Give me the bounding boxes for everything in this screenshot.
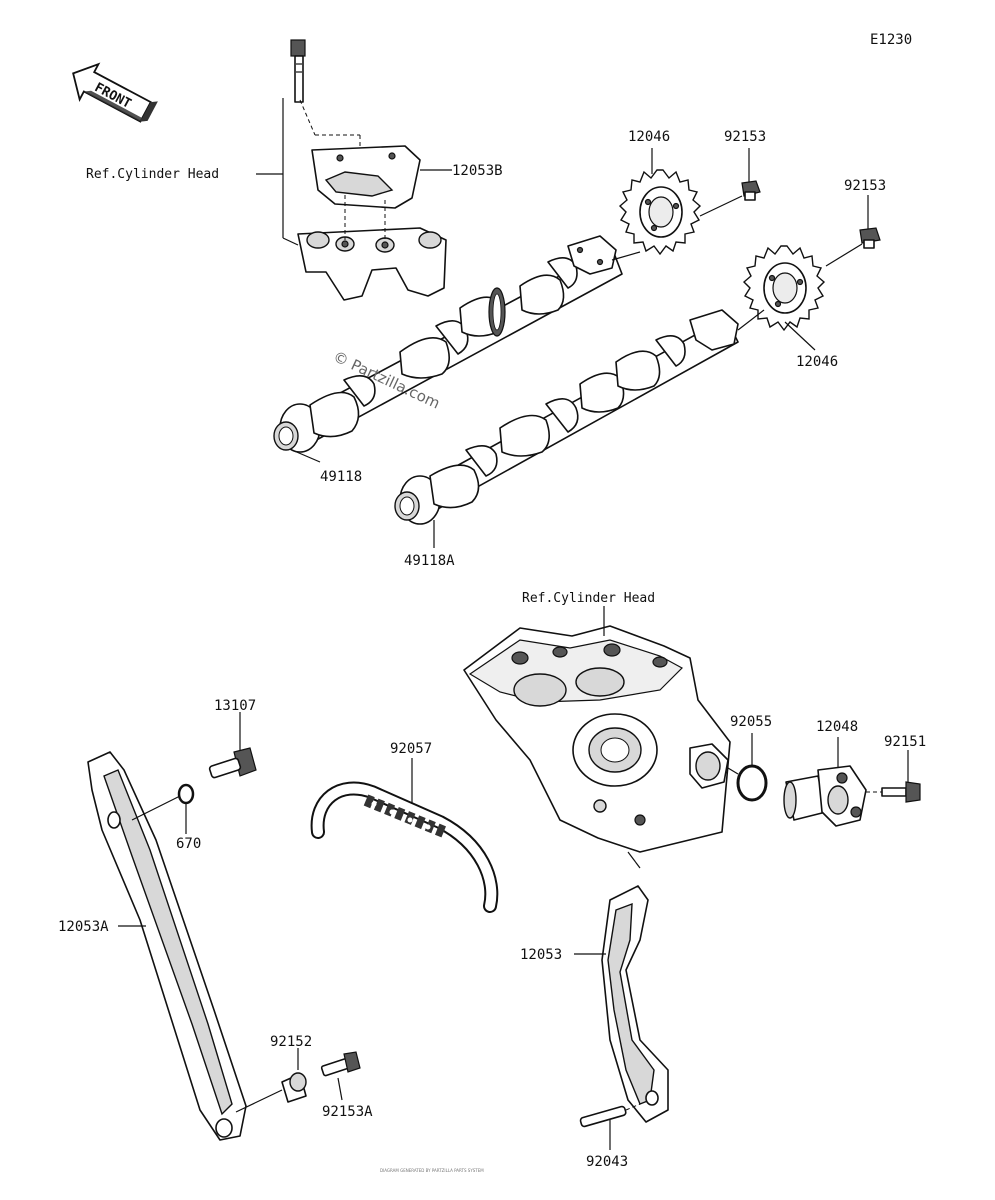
- camshaft-holder-upper: [311, 145, 421, 209]
- tensioner-bolt: [881, 781, 921, 803]
- cylinder-head: [463, 625, 731, 869]
- label-12046-top: 12046: [628, 129, 670, 145]
- camshaft-exhaust: [273, 235, 623, 453]
- label-49118A: 49118A: [404, 553, 455, 569]
- label-12048: 12048: [816, 719, 858, 735]
- ref-cylinder-head-top: Ref.Cylinder Head: [86, 167, 219, 182]
- label-92151: 92151: [884, 734, 926, 750]
- ref-cylinder-head-middle: Ref.Cylinder Head: [522, 591, 655, 606]
- pivot-bolt: [320, 1051, 361, 1077]
- label-92043: 92043: [586, 1154, 628, 1170]
- label-13107: 13107: [214, 698, 256, 714]
- sprocket-bolt-left: [741, 180, 761, 201]
- camshaft-holder-lower: [297, 227, 447, 301]
- label-92153-left: 92153: [724, 129, 766, 145]
- label-12046-right: 12046: [796, 354, 838, 370]
- front-arrow-icon: FRONT: [72, 62, 158, 123]
- guide-bolt: [208, 747, 257, 779]
- label-49118: 49118: [320, 469, 362, 485]
- dowel-pin: [579, 1105, 627, 1128]
- holder-bolt: [290, 39, 306, 103]
- chain-guide-long: [87, 751, 247, 1141]
- label-12053B: 12053B: [452, 163, 503, 179]
- label-12053: 12053: [520, 947, 562, 963]
- label-92152: 92152: [270, 1034, 312, 1050]
- label-92055: 92055: [730, 714, 772, 730]
- label-92153-right: 92153: [844, 178, 886, 194]
- label-12053A: 12053A: [58, 919, 109, 935]
- label-670: 670: [176, 836, 201, 852]
- footer-note: DIAGRAM GENERATED BY PARTZILLA PARTS SYS…: [380, 1168, 484, 1173]
- sprocket-bolt-right: [859, 227, 881, 249]
- chain-tensioner: [783, 765, 867, 827]
- o-ring: [736, 764, 768, 802]
- label-92153A: 92153A: [322, 1104, 373, 1120]
- figure-code: E1230: [870, 32, 912, 48]
- collar: [281, 1072, 307, 1103]
- cam-sprocket-right: [742, 245, 826, 332]
- label-92057: 92057: [390, 741, 432, 757]
- cam-sprocket-top: [618, 169, 702, 256]
- chain-guide: [601, 885, 669, 1123]
- camshaft-intake: [394, 309, 739, 525]
- washer: [177, 783, 195, 805]
- cam-chain: [310, 781, 499, 913]
